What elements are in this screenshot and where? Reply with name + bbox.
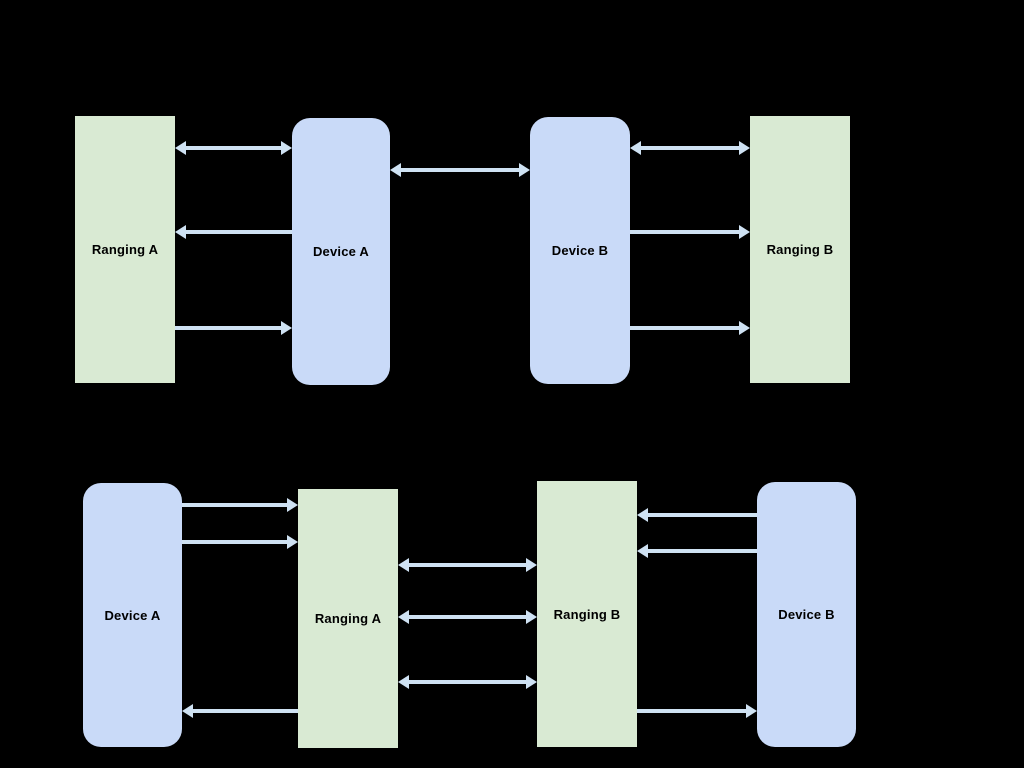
- node-ranging-b-bottom: Ranging B: [537, 481, 637, 747]
- node-label: Ranging B: [553, 606, 621, 622]
- arrowhead-left-icon: [637, 544, 648, 558]
- arrowhead-right-icon: [281, 141, 292, 155]
- arrowhead-right-icon: [287, 535, 298, 549]
- arrowhead-right-icon: [739, 321, 750, 335]
- node-label: Device A: [312, 244, 370, 259]
- arrowhead-left-icon: [398, 610, 409, 624]
- node-device-a-top: Device A: [292, 118, 390, 385]
- node-ranging-a-bottom: Ranging A: [298, 489, 398, 748]
- arrowhead-right-icon: [526, 610, 537, 624]
- arrowhead-right-icon: [739, 141, 750, 155]
- arrow-ranging-a-to-device-a: [175, 141, 292, 155]
- arrowhead-left-icon: [175, 225, 186, 239]
- node-label: Device B: [551, 243, 609, 258]
- node-label: Device B: [778, 607, 835, 622]
- node-ranging-a-top: Ranging A: [75, 116, 175, 383]
- arrowhead-right-icon: [287, 498, 298, 512]
- arrowhead-right-icon: [526, 675, 537, 689]
- arrowhead-right-icon: [746, 704, 757, 718]
- arrowhead-left-icon: [398, 558, 409, 572]
- node-label: Ranging A: [91, 242, 159, 257]
- arrow-ranging-a-to-device-a: [182, 704, 298, 718]
- arrow-device-b-to-ranging-b: [637, 544, 757, 558]
- arrowhead-left-icon: [390, 163, 401, 177]
- arrowhead-right-icon: [739, 225, 750, 239]
- arrow-device-a-to-ranging-a: [182, 498, 298, 512]
- node-ranging-b-top: Ranging B: [750, 116, 850, 383]
- arrowhead-left-icon: [398, 675, 409, 689]
- arrow-ranging-a-to-ranging-b: [398, 610, 537, 624]
- arrowhead-left-icon: [630, 141, 641, 155]
- arrow-device-a-to-device-b: [390, 163, 530, 177]
- arrow-ranging-b-to-device-b: [637, 704, 757, 718]
- node-device-a-bottom: Device A: [83, 483, 182, 747]
- arrow-device-a-to-ranging-a: [175, 225, 292, 239]
- node-label: Ranging B: [766, 242, 834, 257]
- arrow-device-a-to-ranging-a: [182, 535, 298, 549]
- node-device-b-bottom: Device B: [757, 482, 856, 747]
- arrow-device-b-to-ranging-b: [630, 225, 750, 239]
- arrow-ranging-a-to-ranging-b: [398, 675, 537, 689]
- arrowhead-right-icon: [526, 558, 537, 572]
- node-label: Ranging A: [314, 611, 382, 626]
- arrow-ranging-a-to-ranging-b: [398, 558, 537, 572]
- arrowhead-left-icon: [182, 704, 193, 718]
- arrow-device-b-to-ranging-b: [630, 141, 750, 155]
- arrowhead-left-icon: [175, 141, 186, 155]
- arrowhead-right-icon: [281, 321, 292, 335]
- arrowhead-left-icon: [637, 508, 648, 522]
- node-device-b-top: Device B: [530, 117, 630, 384]
- arrowhead-right-icon: [519, 163, 530, 177]
- node-label: Device A: [104, 607, 161, 623]
- arrow-ranging-a-to-device-a: [175, 321, 292, 335]
- arrow-device-b-to-ranging-b: [637, 508, 757, 522]
- arrow-device-b-to-ranging-b: [630, 321, 750, 335]
